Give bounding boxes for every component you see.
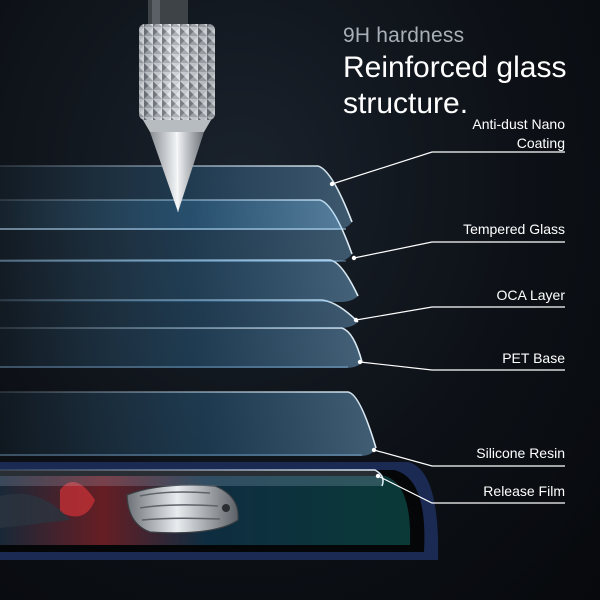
label-silicone-resin: Silicone Resin xyxy=(476,445,565,461)
layer-oca xyxy=(0,299,359,328)
layer-release-film xyxy=(0,469,384,487)
label-release-film: Release Film xyxy=(483,483,565,499)
layer-silicone-resin xyxy=(0,391,377,456)
headline: Reinforced glass structure. xyxy=(343,51,567,120)
leader-dots xyxy=(329,181,381,479)
layer-pet-base xyxy=(0,327,363,368)
phone xyxy=(0,462,439,560)
label-tempered-glass: Tempered Glass xyxy=(463,221,565,237)
knurled-pen-tip-icon xyxy=(139,0,215,213)
label-oca-layer: OCA Layer xyxy=(496,287,565,303)
label-anti-dust-nano-coating: Anti-dust Nano Coating xyxy=(472,116,565,151)
label-pet-base: PET Base xyxy=(502,350,565,366)
leader-lines xyxy=(331,151,565,504)
metal-shield-icon xyxy=(126,484,239,534)
hardness-kicker: 9H hardness xyxy=(343,24,465,47)
